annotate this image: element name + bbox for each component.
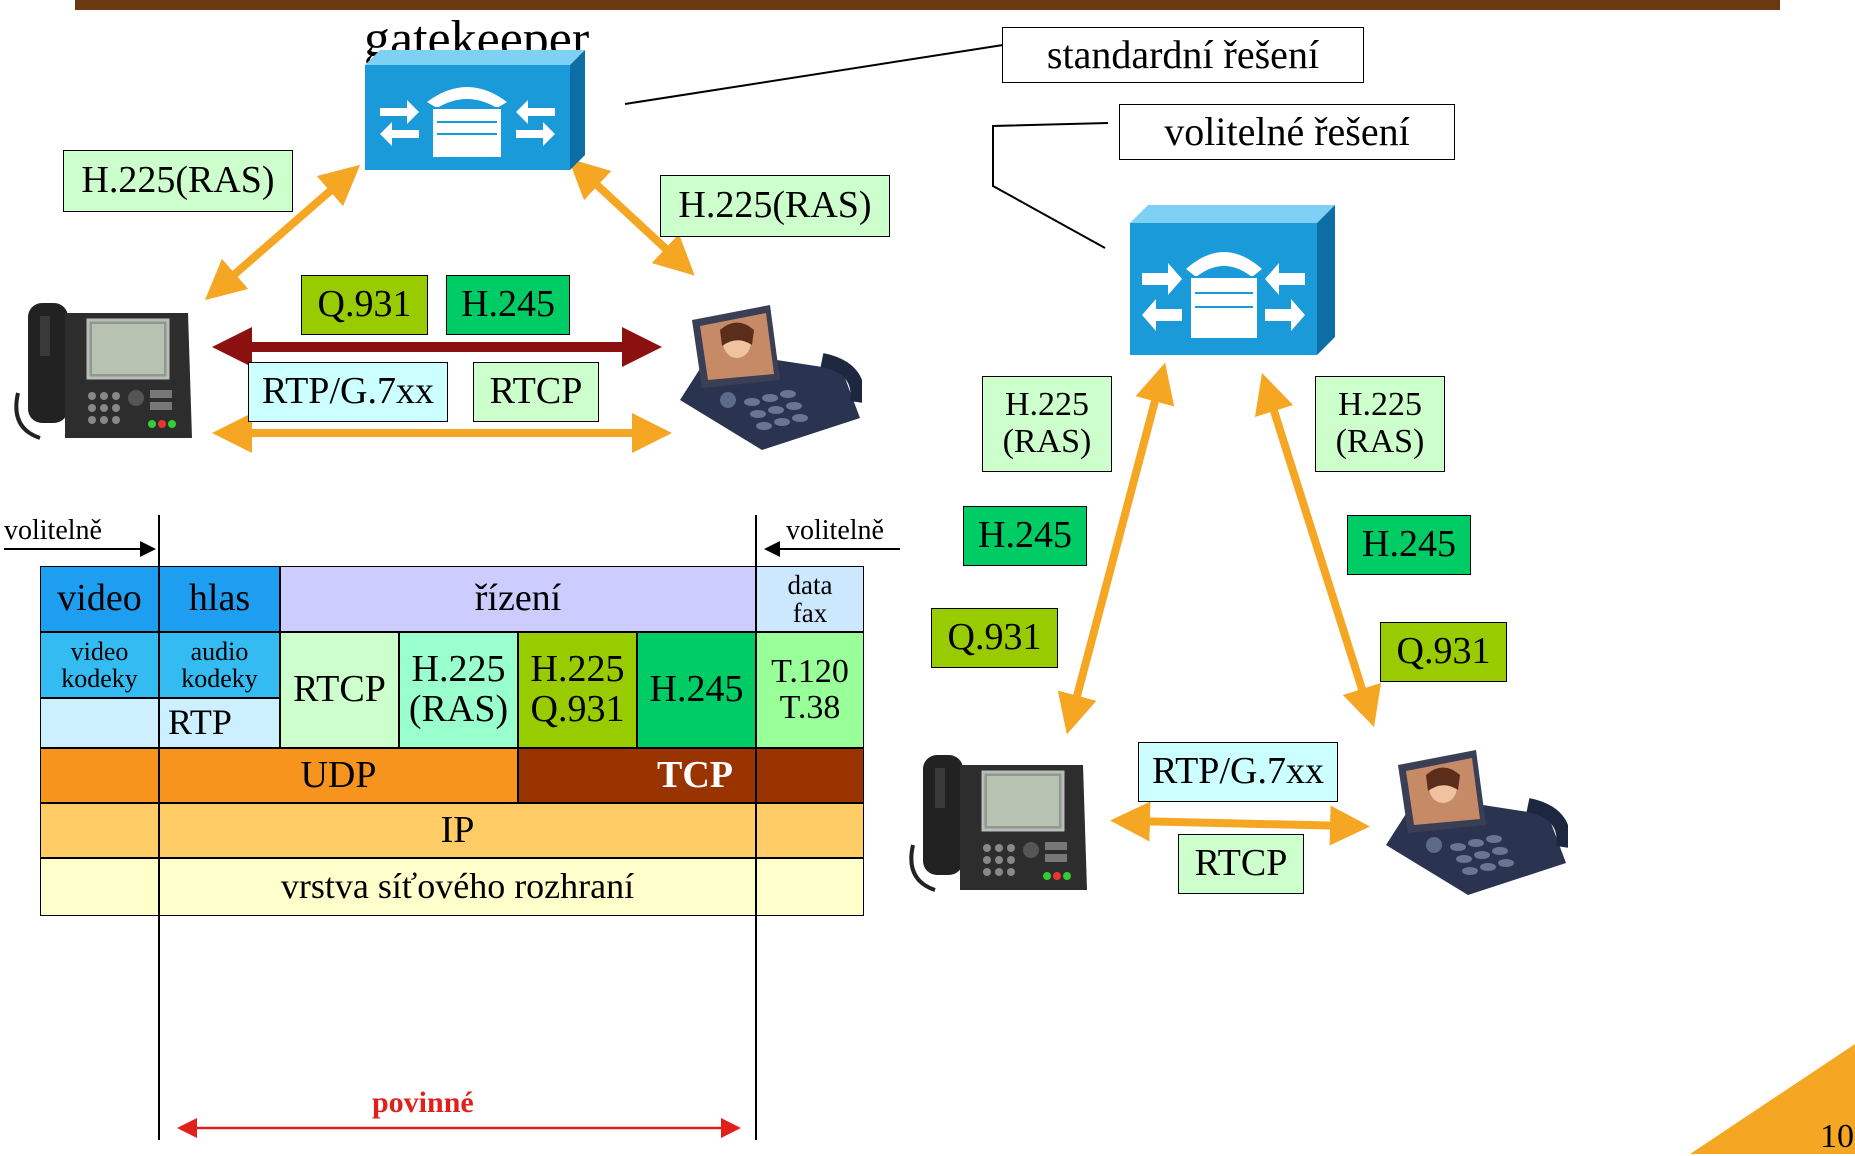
stack-data-fax: data fax [756, 566, 864, 632]
arrow-gk2-left-phone [1057, 362, 1175, 735]
stack-video: video [40, 566, 159, 632]
arrow-media-right [1110, 801, 1370, 846]
h225-line: H.225 [530, 648, 625, 691]
stack-h245: H.245 [637, 632, 756, 748]
page-number: 10 [1820, 1118, 1854, 1155]
ip-phone-icon [14, 303, 192, 440]
audio-codecs-line2: kodeky [181, 664, 258, 693]
h245-label: H.245 [446, 275, 570, 335]
stack-rizeni: řízení [280, 566, 756, 632]
arrow-gk2-right-phone [1254, 372, 1382, 728]
ip-phone-icon [909, 755, 1087, 892]
stack-udp: UDP [159, 748, 518, 803]
stack-rtcp: RTCP [280, 632, 399, 748]
q931-label-right-left: Q.931 [931, 608, 1058, 668]
video-phone-icon [1386, 750, 1568, 895]
q931-line: Q.931 [530, 688, 625, 730]
video-codecs-line1: video [70, 636, 129, 666]
h225-line: H.225 [1004, 386, 1090, 424]
gatekeeper-router-icon [365, 50, 585, 170]
audio-codecs-line1: audio [190, 636, 249, 666]
stack-h225-q931: H.225 Q.931 [518, 632, 637, 748]
stack-ip-left [40, 803, 159, 858]
t120-line: T.120 [771, 653, 849, 691]
stack-t120-t38: T.120 T.38 [756, 632, 864, 748]
standard-solution-label: standardní řešení [1002, 27, 1364, 83]
ras-line: (RAS) [1335, 423, 1425, 460]
h225-ras-label-right-left: H.225 (RAS) [982, 376, 1112, 472]
rtp-label: RTP/G.7xx [248, 362, 448, 422]
stack-rtp: RTP [159, 698, 280, 748]
q931-label-right-right: Q.931 [1380, 622, 1507, 682]
data-line: data [787, 569, 833, 600]
stack-netif-right [756, 858, 864, 916]
h225-ras-label-right: H.225(RAS) [660, 175, 890, 237]
fax-line: fax [792, 598, 828, 628]
mandatory-label: povinné [372, 1086, 474, 1119]
h225-ras-label-right-right: H.225 (RAS) [1315, 376, 1445, 472]
optional-label-right: volitelně [786, 515, 884, 546]
q931-label: Q.931 [301, 275, 428, 335]
stack-netif-left [40, 858, 159, 916]
rtcp-label-right: RTCP [1178, 834, 1304, 894]
h225-ras-label-left: H.225(RAS) [63, 150, 293, 212]
page-corner [1690, 1044, 1855, 1154]
gatekeeper-router-icon [1130, 205, 1335, 355]
video-phone-icon [680, 305, 862, 450]
stack-hlas: hlas [159, 566, 280, 632]
callout-line-standard [624, 44, 1004, 105]
rtp-label-right: RTP/G.7xx [1138, 742, 1338, 802]
stack-netif: vrstva síťového rozhraní [159, 858, 756, 916]
stack-tcp: TCP [518, 748, 756, 803]
stack-video-codecs: video kodeky [40, 632, 159, 698]
top-bar [75, 0, 1780, 10]
stack-ip: IP [159, 803, 756, 858]
stack-h225-ras: H.225 (RAS) [399, 632, 518, 748]
h225-line: H.225 [1337, 386, 1423, 424]
rtcp-label: RTCP [473, 362, 599, 422]
ras-line: (RAS) [1002, 423, 1092, 460]
stack-transport-left [40, 748, 159, 803]
ras-line: (RAS) [408, 688, 509, 730]
optional-solution-label: volitelné řešení [1119, 104, 1455, 160]
stack-ip-right [756, 803, 864, 858]
callout-line-optional [992, 122, 1109, 249]
stack-video-rtp-empty [40, 698, 159, 748]
arrow-gk-left-phone [204, 164, 361, 301]
h245-label-right-left: H.245 [963, 506, 1087, 566]
t38-line: T.38 [779, 689, 841, 726]
optional-label-left: volitelně [4, 515, 102, 546]
arrow-gk-right-phone [568, 158, 695, 276]
stack-transport-right [756, 748, 864, 803]
h245-label-right-right: H.245 [1347, 515, 1471, 575]
stack-audio-codecs: audio kodeky [159, 632, 280, 698]
video-codecs-line2: kodeky [61, 664, 138, 693]
h225-line: H.225 [411, 648, 506, 691]
